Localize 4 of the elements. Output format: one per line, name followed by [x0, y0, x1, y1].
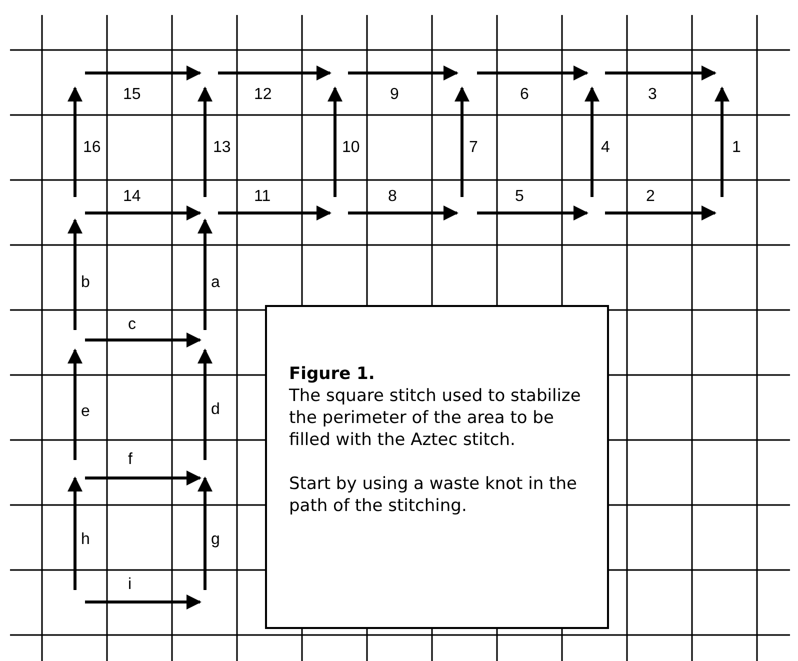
caption-text: The square stitch used to stabilize the perimeter of the area to be filled with the Aztec stitch. [289, 385, 582, 451]
instruction-text: Start by using a waste knot in the path of the stitching. [289, 473, 578, 517]
figure-heading: Figure 1. [289, 363, 376, 385]
caption-box [265, 305, 609, 629]
